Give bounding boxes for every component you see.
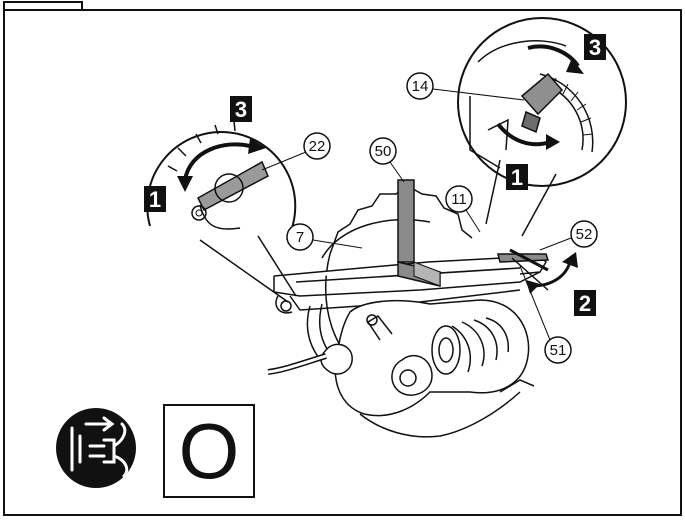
step-badge-2: 2	[574, 290, 596, 316]
diagram-border	[3, 9, 682, 516]
callout-14: 14	[406, 72, 525, 101]
step-badge-1-right: 1	[506, 164, 528, 190]
svg-text:50: 50	[375, 143, 392, 160]
callout-7: 7	[286, 223, 363, 251]
callout-22: 22	[261, 132, 331, 171]
bevel-lever	[497, 248, 550, 291]
callout-50: 50	[369, 137, 405, 183]
circular-saw-illustration	[267, 185, 547, 438]
svg-text:1: 1	[149, 187, 161, 212]
step-badge-3-right: 3	[584, 34, 606, 60]
switch-off-label: O	[178, 407, 240, 495]
left-detail-view	[146, 120, 297, 303]
callout-11: 11	[445, 185, 481, 233]
step-badge-1-left: 1	[144, 186, 166, 212]
svg-text:7: 7	[296, 229, 304, 246]
svg-text:14: 14	[412, 78, 429, 95]
svg-text:11: 11	[451, 191, 467, 208]
svg-text:52: 52	[576, 226, 593, 243]
frame-corner-tab	[3, 1, 83, 10]
callout-52: 52	[539, 220, 598, 251]
switch-off-indicator: O	[163, 404, 255, 498]
callout-51: 51	[519, 265, 572, 364]
unplug-icon	[56, 408, 136, 488]
svg-text:1: 1	[511, 165, 523, 190]
svg-text:2: 2	[579, 291, 591, 316]
ruler-square	[397, 179, 441, 287]
svg-text:51: 51	[550, 342, 567, 359]
step-badge-3-left: 3	[230, 96, 252, 122]
svg-text:3: 3	[589, 35, 601, 60]
svg-text:3: 3	[235, 97, 247, 122]
svg-text:22: 22	[309, 138, 326, 155]
